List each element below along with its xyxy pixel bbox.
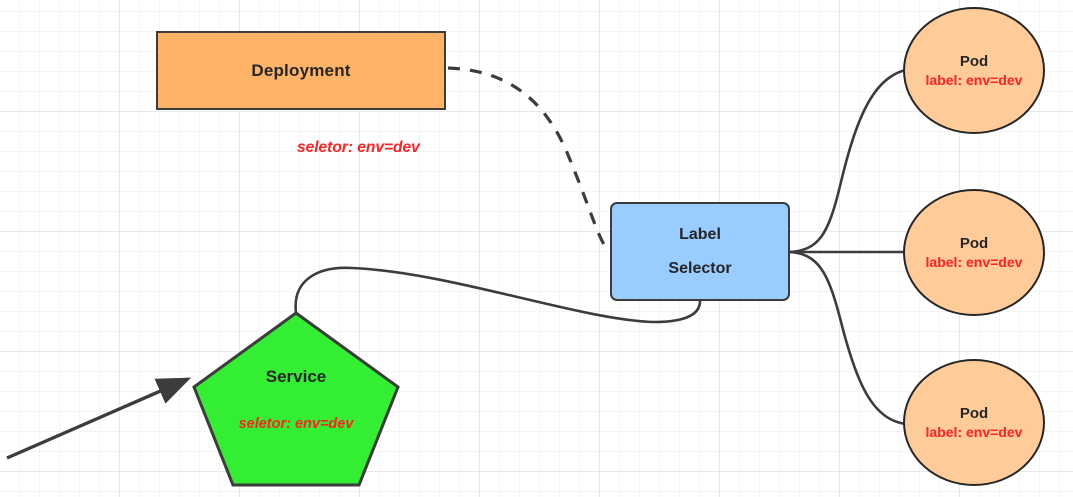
edge-incoming-traffic-arrow <box>6 377 192 460</box>
service-label: Service <box>265 367 327 386</box>
node-pod-3[interactable]: Pod label: env=dev <box>903 359 1045 486</box>
label-selector-line1: Label <box>679 225 721 243</box>
pod-1-label: label: env=dev <box>925 72 1023 88</box>
node-label-selector[interactable]: Label Selector <box>610 202 790 301</box>
pod-3-title: Pod <box>959 405 989 422</box>
node-pod-1[interactable]: Pod label: env=dev <box>903 7 1045 134</box>
deployment-label: Deployment <box>251 60 351 80</box>
service-pentagon-shape <box>192 311 400 487</box>
pod-2-title: Pod <box>959 235 989 252</box>
deployment-selector-annotation: seletor: env=dev <box>297 139 420 156</box>
pod-2-label: label: env=dev <box>925 254 1023 270</box>
node-pod-2[interactable]: Pod label: env=dev <box>903 189 1045 316</box>
edge-label-selector-to-pod-3 <box>788 250 908 426</box>
node-service[interactable]: Service seletor: env=dev <box>192 311 400 487</box>
label-selector-line2: Selector <box>668 259 732 277</box>
node-deployment[interactable]: Deployment <box>156 31 446 110</box>
edge-deployment-to-label-selector <box>447 66 611 253</box>
pod-3-label: label: env=dev <box>925 424 1023 440</box>
service-selector-label: seletor: env=dev <box>238 416 354 432</box>
pod-1-title: Pod <box>959 53 989 70</box>
edge-label-selector-to-pod-1 <box>788 68 908 254</box>
